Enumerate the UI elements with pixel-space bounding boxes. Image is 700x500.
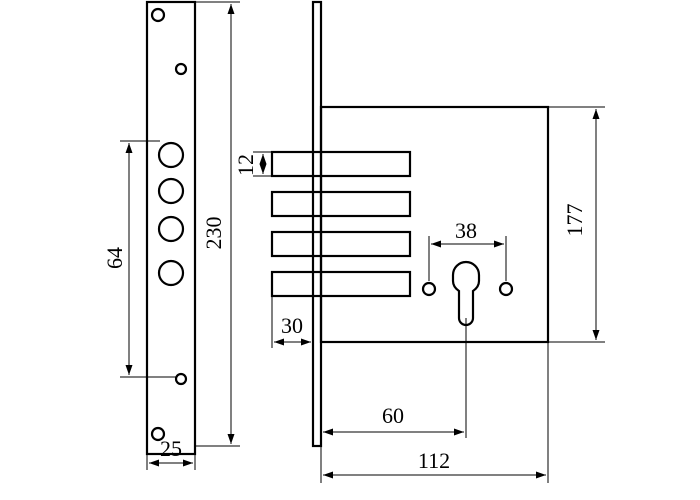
- label-64: 64: [102, 247, 127, 269]
- dimension-case-height: 177: [548, 106, 605, 343]
- bolt-4: [270, 270, 412, 298]
- mounting-hole-upper: [174, 62, 188, 76]
- dimension-faceplate-width: 25: [146, 436, 196, 470]
- label-30: 30: [281, 313, 303, 338]
- screw-hole-left: [421, 281, 437, 297]
- dimension-bolt-throw: 30: [271, 296, 311, 348]
- cylinder-hole: [451, 260, 481, 327]
- label-177: 177: [562, 204, 587, 237]
- lock-case: [319, 105, 550, 344]
- dimension-faceplate-height: 230: [195, 1, 240, 447]
- bolt-hole-1: [157, 141, 185, 169]
- mounting-hole-bottom: [150, 426, 166, 442]
- label-60: 60: [382, 403, 404, 428]
- mounting-hole-top: [150, 7, 166, 23]
- label-230: 230: [201, 217, 226, 250]
- label-12: 12: [233, 154, 258, 176]
- dimension-bolt-height: 12: [233, 151, 272, 177]
- faceplate: [145, 0, 197, 456]
- dimension-cylinder-spacing: 38: [428, 218, 507, 281]
- bolt-3: [270, 230, 412, 258]
- dimension-case-depth: 112: [320, 342, 549, 483]
- screw-hole-right: [498, 281, 514, 297]
- mounting-hole-lower: [174, 372, 188, 386]
- dimension-hole-spacing: 64: [102, 140, 176, 378]
- bolt-hole-2: [157, 177, 185, 205]
- bolt-hole-3: [157, 215, 185, 243]
- lock-side-view: [270, 0, 550, 448]
- bolt-1: [270, 150, 412, 178]
- bolt-2: [270, 190, 412, 218]
- bolt-hole-4: [157, 259, 185, 287]
- label-38: 38: [455, 218, 477, 243]
- label-25: 25: [160, 436, 182, 461]
- front-plate-edge: [311, 0, 323, 448]
- label-112: 112: [418, 448, 450, 473]
- faceplate-outline: [145, 0, 197, 456]
- dimension-backset: 60: [323, 318, 467, 438]
